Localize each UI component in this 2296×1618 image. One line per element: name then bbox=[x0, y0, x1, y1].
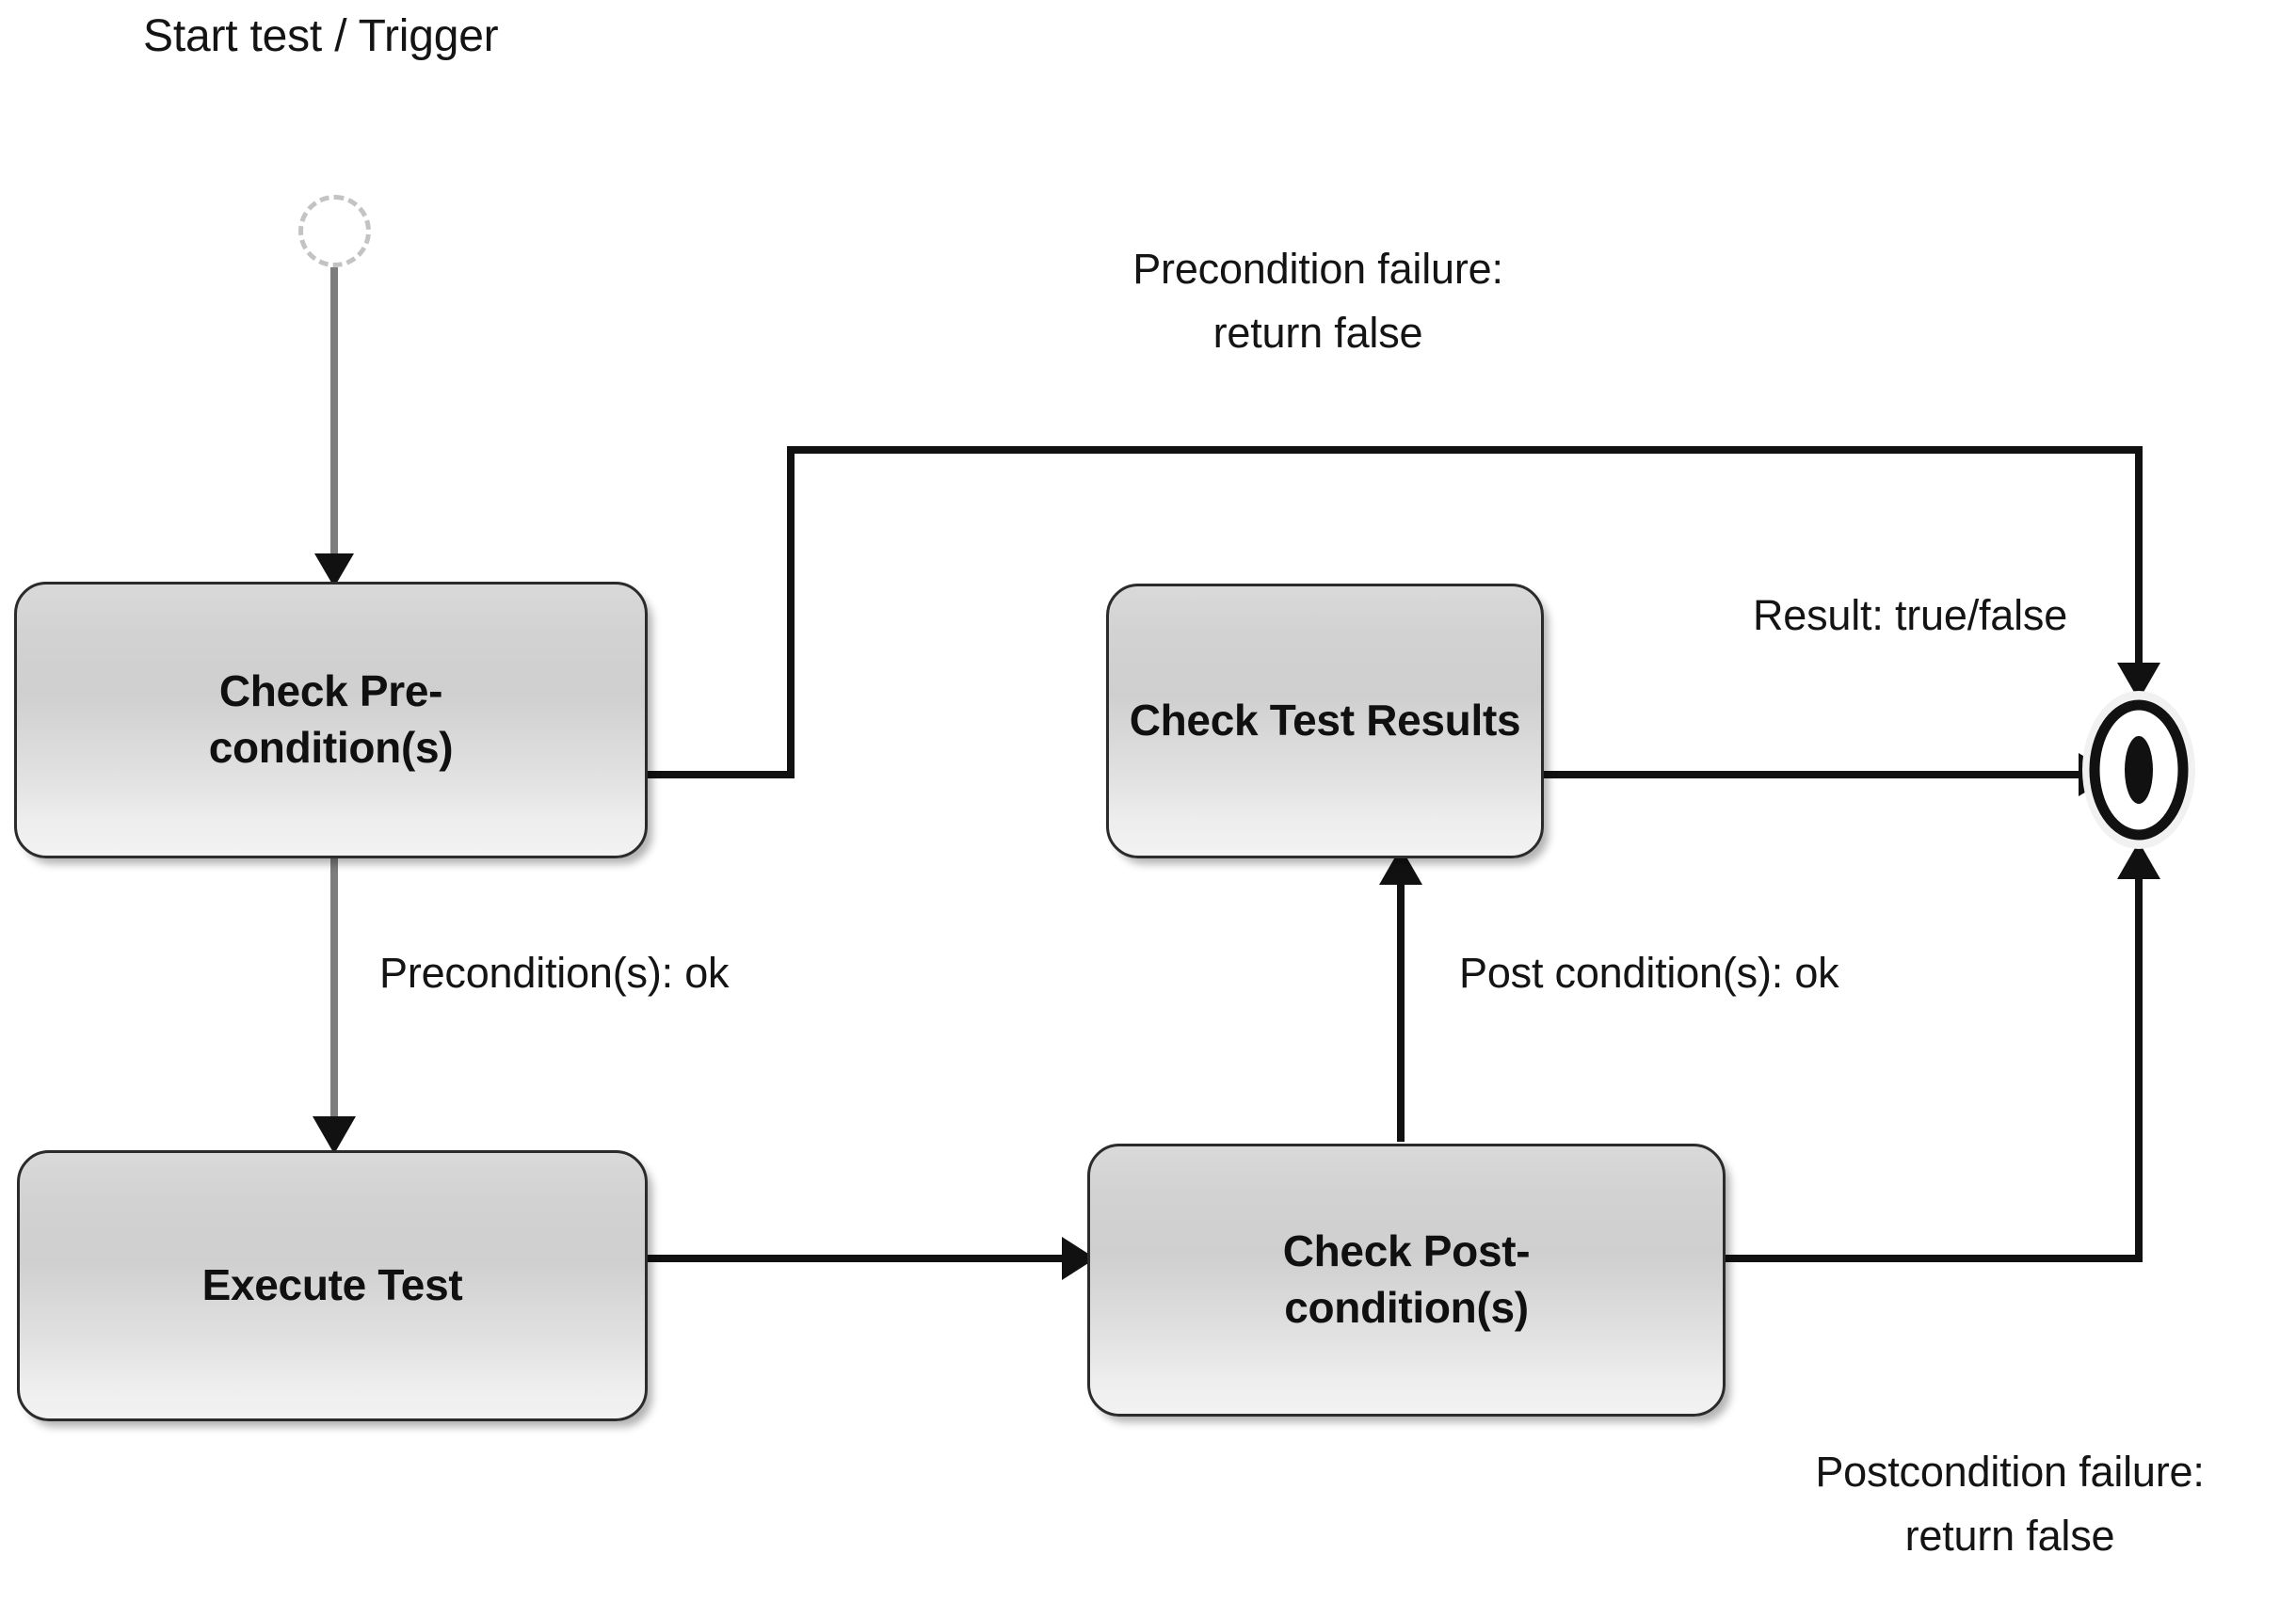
edge-execute-to-postcondition bbox=[648, 1237, 1096, 1280]
state-check-postcondition-label: Check Post- condition(s) bbox=[1282, 1226, 1531, 1332]
edge-postcondition-failure bbox=[1726, 841, 2160, 1262]
edge-result bbox=[1544, 753, 2114, 796]
final-state-icon bbox=[2082, 691, 2195, 849]
edge-label-postcondition-failure: Postcondition failure: return false bbox=[1815, 1448, 2205, 1561]
edge-label-postcondition-ok: Post condition(s): ok bbox=[1459, 949, 1839, 997]
edge-trigger bbox=[314, 267, 354, 587]
state-check-precondition[interactable]: Check Pre- condition(s) bbox=[14, 582, 648, 858]
start-node[interactable] bbox=[298, 195, 371, 267]
final-state-node[interactable] bbox=[2076, 687, 2202, 857]
edge-label-precondition-ok: Precondition(s): ok bbox=[379, 949, 730, 997]
edge-postcondition-ok bbox=[1379, 847, 1422, 1142]
state-check-postcondition[interactable]: Check Post- condition(s) bbox=[1087, 1144, 1726, 1417]
page-title: Start test / Trigger bbox=[143, 11, 499, 61]
state-check-precondition-label: Check Pre- condition(s) bbox=[208, 666, 454, 772]
state-check-test-results-label: Check Test Results bbox=[1129, 696, 1521, 745]
edge-precondition-ok bbox=[313, 858, 356, 1154]
state-execute-test[interactable]: Execute Test bbox=[17, 1150, 648, 1421]
edge-label-precondition-failure: Precondition failure: return false bbox=[1132, 245, 1503, 358]
edge-label-result: Result: true/false bbox=[1753, 591, 2068, 639]
state-execute-test-label: Execute Test bbox=[201, 1260, 463, 1310]
state-check-test-results[interactable]: Check Test Results bbox=[1106, 584, 1544, 858]
